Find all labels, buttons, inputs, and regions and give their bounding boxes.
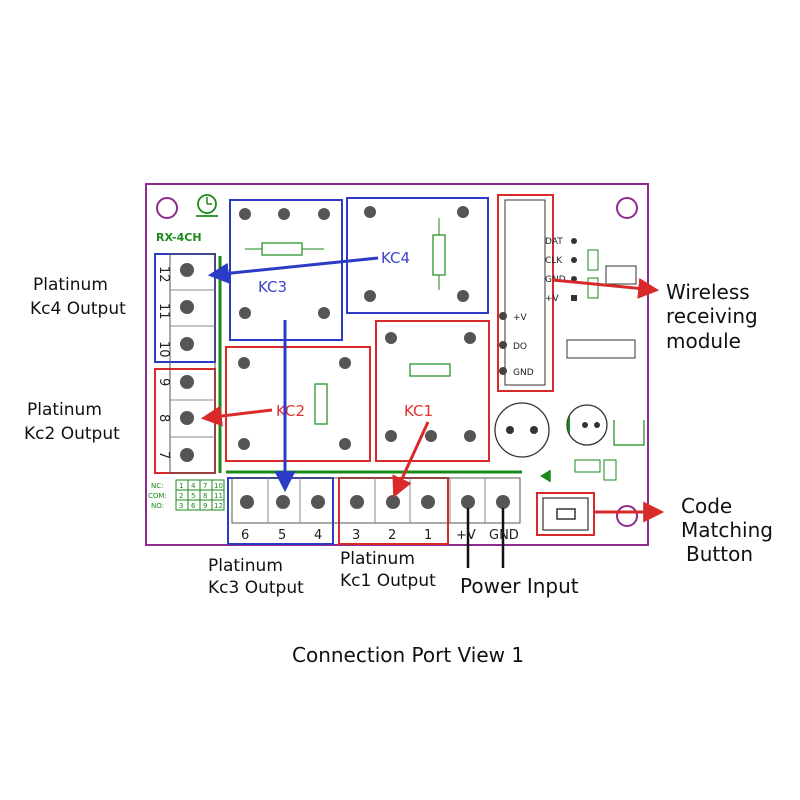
code-button-line1: Code — [681, 494, 732, 518]
svg-text:3: 3 — [179, 502, 183, 510]
code-button-line2: Matching — [681, 518, 773, 542]
mounting-hole — [156, 197, 178, 219]
svg-text:NO:: NO: — [151, 502, 164, 510]
svg-text:12: 12 — [214, 502, 223, 510]
terminal-screw — [461, 495, 475, 509]
kc3-output-line1: Platinum — [208, 556, 283, 576]
module-pin-label: GND — [513, 368, 534, 378]
terminal-screw — [311, 495, 325, 509]
svg-text:6: 6 — [241, 528, 249, 543]
terminal-screw — [180, 448, 194, 462]
svg-text:5: 5 — [191, 492, 195, 500]
arrow-kc1-output — [392, 421, 430, 498]
model-label: RX-4CH — [156, 231, 202, 244]
svg-text:4: 4 — [314, 528, 322, 543]
module-pin-label: DO — [513, 342, 527, 352]
module-pin-label: +V — [513, 313, 528, 323]
svg-text:11: 11 — [156, 303, 171, 320]
mounting-hole — [616, 197, 638, 219]
svg-text:5: 5 — [278, 528, 286, 543]
arrow-wireless-module — [552, 277, 660, 299]
svg-text:4: 4 — [191, 482, 196, 490]
svg-text:9: 9 — [156, 378, 171, 386]
terminal-screw — [180, 263, 194, 277]
caption: Connection Port View 1 — [292, 643, 524, 667]
wireless-line2: receiving — [666, 304, 758, 328]
kc1-output-line2: Kc1 Output — [340, 571, 436, 591]
svg-text:1: 1 — [424, 528, 432, 543]
arrow-kc4-output — [207, 256, 379, 284]
svg-text:CLK: CLK — [545, 256, 563, 266]
svg-text:9: 9 — [203, 502, 207, 510]
relay-kc2: KC2 — [225, 346, 371, 462]
svg-text:8: 8 — [156, 414, 171, 422]
left-terminal-block: 12 11 10 9 8 7 — [154, 253, 222, 474]
terminal-screw — [180, 375, 194, 389]
kc1-output-line1: Platinum — [340, 549, 415, 569]
kc3-output-line2: Kc3 Output — [208, 578, 304, 598]
svg-text:8: 8 — [203, 492, 207, 500]
svg-text:+V: +V — [545, 294, 560, 304]
svg-text:10: 10 — [156, 341, 171, 358]
kc2-output-line1: Platinum — [27, 400, 102, 420]
svg-text:7: 7 — [203, 482, 207, 490]
terminal-screw — [350, 495, 364, 509]
svg-text:11: 11 — [214, 492, 223, 500]
terminal-screw — [421, 495, 435, 509]
relay-kc3-label: KC3 — [258, 278, 287, 296]
svg-text:2: 2 — [179, 492, 183, 500]
svg-text:COM:: COM: — [148, 492, 167, 500]
arrow-kc2-output — [200, 405, 273, 427]
mounting-hole — [616, 505, 638, 527]
svg-text:7: 7 — [156, 451, 171, 459]
svg-text:DAT: DAT — [545, 237, 563, 247]
terminal-screw — [386, 495, 400, 509]
code-matching-button — [536, 492, 595, 536]
capacitor-icon — [494, 402, 645, 482]
svg-text:NC:: NC: — [151, 482, 163, 490]
svg-text:12: 12 — [156, 266, 171, 283]
clock-icon — [196, 194, 218, 217]
relay-kc4: KC4 — [346, 197, 489, 314]
power-input-label: Power Input — [460, 574, 579, 598]
svg-text:3: 3 — [352, 528, 360, 543]
wireless-line3: module — [666, 329, 741, 353]
svg-text:10: 10 — [214, 482, 223, 490]
terminal-screw — [240, 495, 254, 509]
relay-kc1: KC1 — [375, 320, 490, 462]
code-button-line3: Button — [686, 542, 753, 566]
terminal-screw — [180, 337, 194, 351]
kc4-output-line2: Kc4 Output — [30, 299, 126, 319]
svg-text:+V: +V — [456, 528, 476, 543]
terminal-screw — [180, 411, 194, 425]
svg-text:2: 2 — [388, 528, 396, 543]
wireless-line1: Wireless — [666, 280, 750, 304]
kc4-output-line1: Platinum — [33, 275, 108, 295]
relay-kc2-label: KC2 — [276, 402, 305, 420]
relay-kc4-label: KC4 — [381, 249, 410, 267]
terminal-screw — [496, 495, 510, 509]
kc2-output-line2: Kc2 Output — [24, 424, 120, 444]
svg-text:1: 1 — [179, 482, 183, 490]
relay-kc1-label: KC1 — [404, 402, 433, 420]
terminal-screw — [276, 495, 290, 509]
terminal-screw — [180, 300, 194, 314]
wireless-module: +V DO GND — [497, 194, 554, 392]
svg-text:6: 6 — [191, 502, 196, 510]
